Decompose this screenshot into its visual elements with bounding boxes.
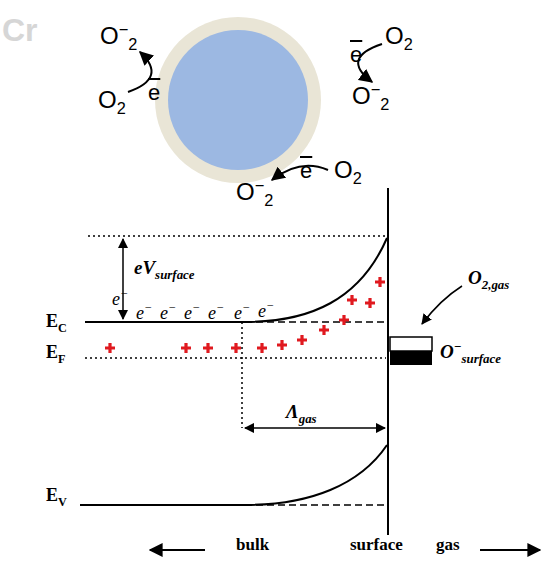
valence-band: [80, 445, 387, 505]
positive-charge: [257, 343, 267, 353]
positive-charge: [181, 343, 191, 353]
surface-oxygen-label: O−surface: [440, 342, 501, 361]
band-label: EF: [46, 343, 66, 361]
depletion-arrow: [245, 427, 385, 429]
depletion-edge: [241, 322, 243, 428]
flat-band-dashed: [245, 321, 386, 323]
gas-label: O2,gas: [468, 268, 509, 287]
axis-label: gas: [436, 536, 460, 553]
filled-surface-state: [390, 351, 432, 365]
vacuum-level: [88, 235, 386, 237]
positive-charge: [339, 315, 349, 325]
particle-core: [168, 30, 308, 170]
oxygen-label: O2: [334, 158, 362, 182]
particle-shell: [155, 17, 321, 183]
positive-charge: [105, 343, 115, 353]
adsorption-arrow: [422, 286, 462, 324]
axis-label: surface: [350, 536, 403, 553]
positive-charge: [231, 343, 241, 353]
band-label: EC: [46, 312, 67, 330]
electron-symbol: e−: [208, 304, 224, 322]
flat-band-dashed: [245, 504, 386, 506]
axis-label: bulk: [236, 536, 269, 553]
superoxide-label: O−2: [236, 180, 273, 204]
fermi-level: [85, 357, 386, 359]
positive-charge: [297, 335, 307, 345]
electron-label: e: [350, 44, 362, 66]
superoxide-label: O−2: [352, 84, 389, 108]
oxygen-label: O2: [98, 88, 126, 112]
positive-charge: [277, 340, 287, 350]
positive-charge: [347, 295, 357, 305]
empty-surface-state: [390, 337, 432, 351]
positive-charge: [319, 325, 329, 335]
watermark: Cr: [2, 14, 38, 46]
electron-label: e: [148, 82, 160, 104]
electron-symbol: e−: [136, 304, 152, 322]
electron-symbol: e−: [258, 302, 274, 320]
surface-line: [387, 188, 389, 535]
electron-symbol: e−: [184, 304, 200, 322]
bulk-direction-arrow: [150, 549, 205, 551]
barrier-label: eVsurface: [134, 258, 195, 277]
positive-charge: [203, 343, 213, 353]
barrier-arrow: [122, 239, 124, 319]
electron-symbol: e−: [234, 304, 250, 322]
gas-direction-arrow: [480, 549, 540, 551]
oxygen-label: O2: [385, 24, 413, 48]
positive-charge: [375, 277, 385, 287]
positive-charge: [365, 298, 375, 308]
depletion-label: Λgas: [286, 402, 317, 421]
electron-symbol: e−: [112, 290, 128, 308]
conduction-band: [85, 238, 387, 322]
electron-symbol: e−: [160, 304, 176, 322]
band-label: EV: [46, 486, 67, 504]
superoxide-label: O−2: [100, 24, 137, 48]
electron-label: e: [300, 160, 312, 182]
positive-charges: [105, 277, 385, 353]
